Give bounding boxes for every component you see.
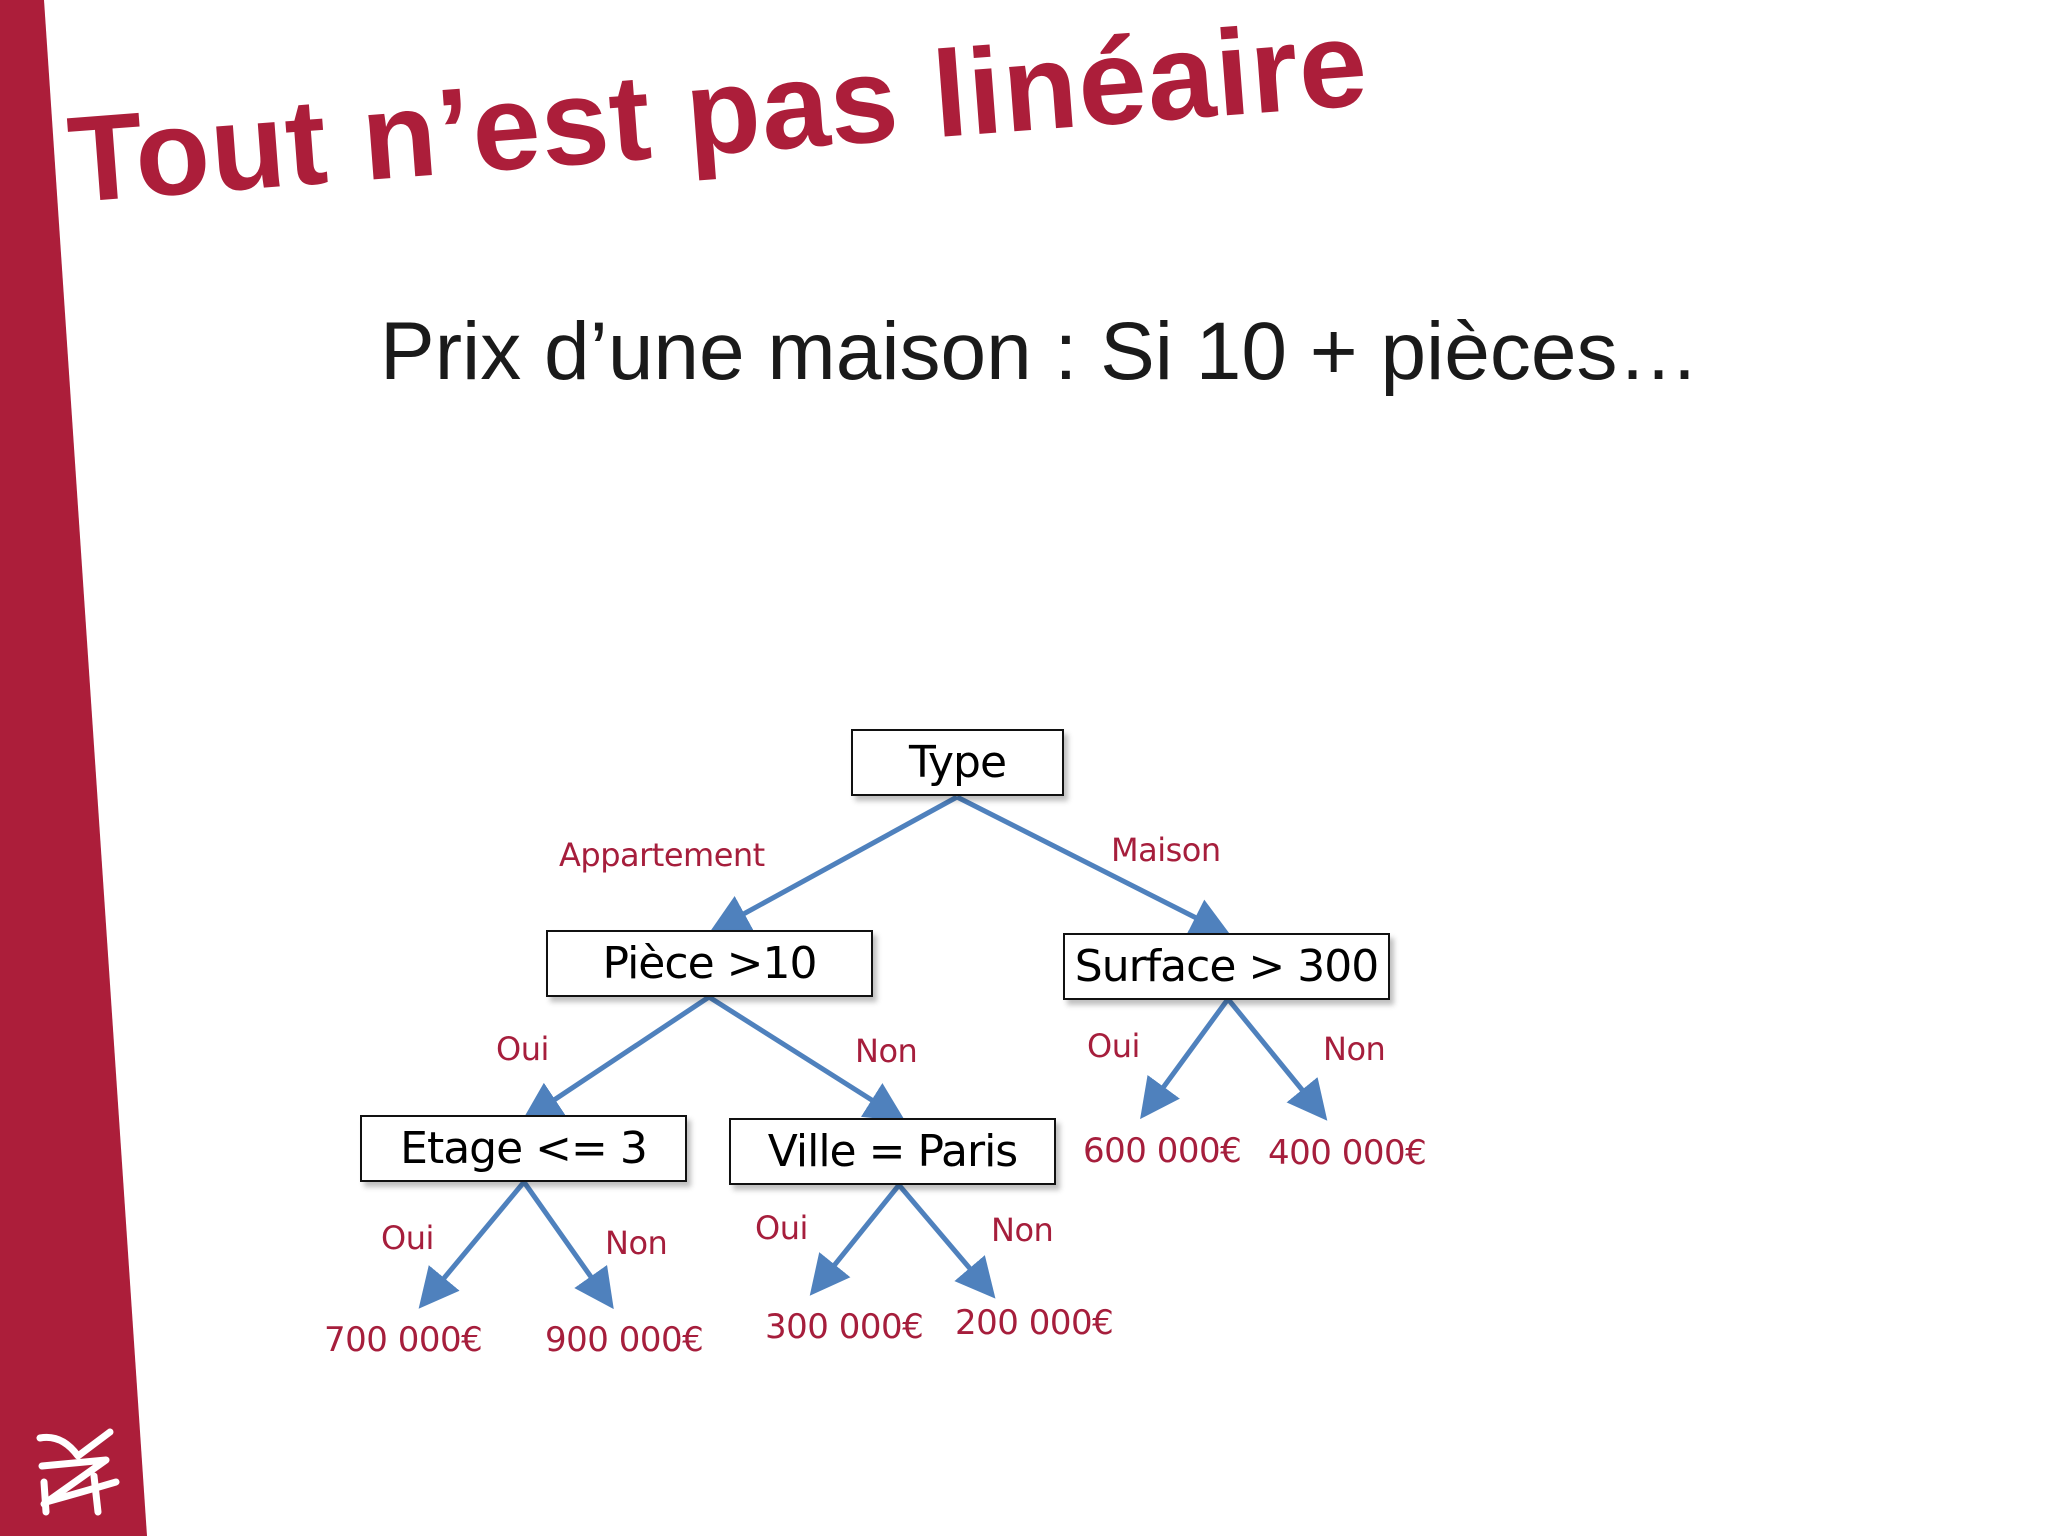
edge-label-etage-non: Non [605, 1224, 668, 1262]
zk-logo-icon [36, 1428, 120, 1516]
edge-root-left [709, 794, 959, 933]
edge-etage-no [521, 1180, 614, 1310]
edge-root-right [955, 794, 1231, 936]
edge-etage-yes [418, 1180, 526, 1309]
edge-label-piece-oui: Oui [496, 1030, 549, 1068]
edge-label-appartement: Appartement [559, 836, 765, 874]
node-type: Type [851, 729, 1064, 796]
node-ville: Ville = Paris [729, 1118, 1056, 1185]
node-etage: Etage <= 3 [360, 1115, 687, 1182]
edge-ville-yes [809, 1183, 901, 1296]
edge-label-surface-non: Non [1323, 1030, 1386, 1068]
node-surface: Surface > 300 [1063, 933, 1390, 1000]
leaf-value-etage-non: 900 000€ [545, 1320, 704, 1360]
edge-label-surface-oui: Oui [1087, 1027, 1140, 1065]
edge-surface-yes [1140, 997, 1231, 1120]
edge-label-etage-oui: Oui [381, 1219, 434, 1257]
edge-label-ville-non: Non [991, 1211, 1054, 1249]
edge-label-ville-oui: Oui [755, 1209, 808, 1247]
leaf-value-ville-non: 200 000€ [955, 1303, 1114, 1343]
edge-label-maison: Maison [1111, 831, 1221, 869]
leaf-value-surface-non: 400 000€ [1268, 1133, 1427, 1173]
leaf-value-surface-oui: 600 000€ [1083, 1131, 1242, 1171]
edge-piece-no [707, 994, 906, 1122]
edge-surface-no [1226, 997, 1328, 1121]
edge-ville-no [897, 1183, 996, 1299]
edge-label-piece-non: Non [855, 1032, 918, 1070]
slide-subtitle: Prix d’une maison : Si 10 + pièces… [380, 306, 1700, 397]
leaf-value-etage-oui: 700 000€ [324, 1320, 483, 1360]
leaf-value-ville-oui: 300 000€ [765, 1307, 924, 1347]
edge-piece-yes [521, 994, 711, 1122]
node-piece: Pièce >10 [546, 930, 873, 997]
